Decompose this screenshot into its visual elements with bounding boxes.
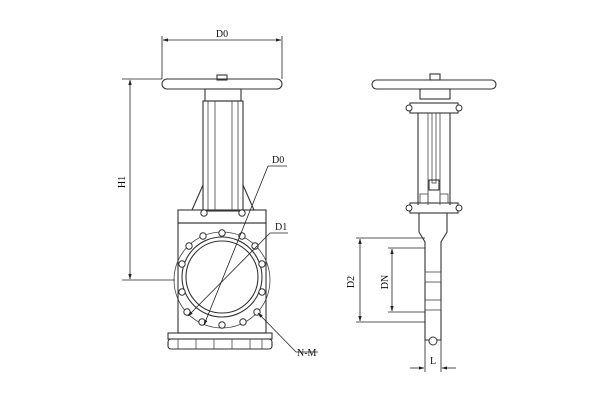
label-d0-diagonal: D0 (272, 155, 284, 166)
label-nm: N-M (297, 348, 317, 359)
label-d2: D2 (346, 276, 357, 288)
side-view: D2 DN L (346, 73, 497, 372)
label-dn: DN (380, 275, 391, 289)
flange-bolts (178, 229, 266, 329)
label-l: L (430, 356, 436, 367)
seat-base (167, 338, 273, 350)
bore-inner (185, 240, 259, 314)
front-view: D0 H1 D0 D1 N-M (117, 29, 318, 359)
dim-nm (257, 312, 297, 353)
bore-outer (181, 236, 263, 318)
side-handwheel (371, 79, 497, 90)
label-d1: D1 (275, 222, 287, 233)
handwheel-hub (216, 74, 228, 81)
label-d0-top: D0 (216, 29, 228, 40)
label-h1: H1 (117, 176, 128, 188)
dim-d1 (187, 232, 271, 317)
side-yoke-top (409, 102, 459, 114)
upper-body (177, 209, 267, 224)
side-body (418, 213, 448, 341)
seat-rail (167, 332, 273, 340)
yoke-column (202, 100, 244, 212)
bonnet (191, 184, 255, 211)
side-stem (431, 112, 437, 184)
dim-d0-diagonal (203, 165, 269, 326)
yoke-top (204, 88, 242, 102)
